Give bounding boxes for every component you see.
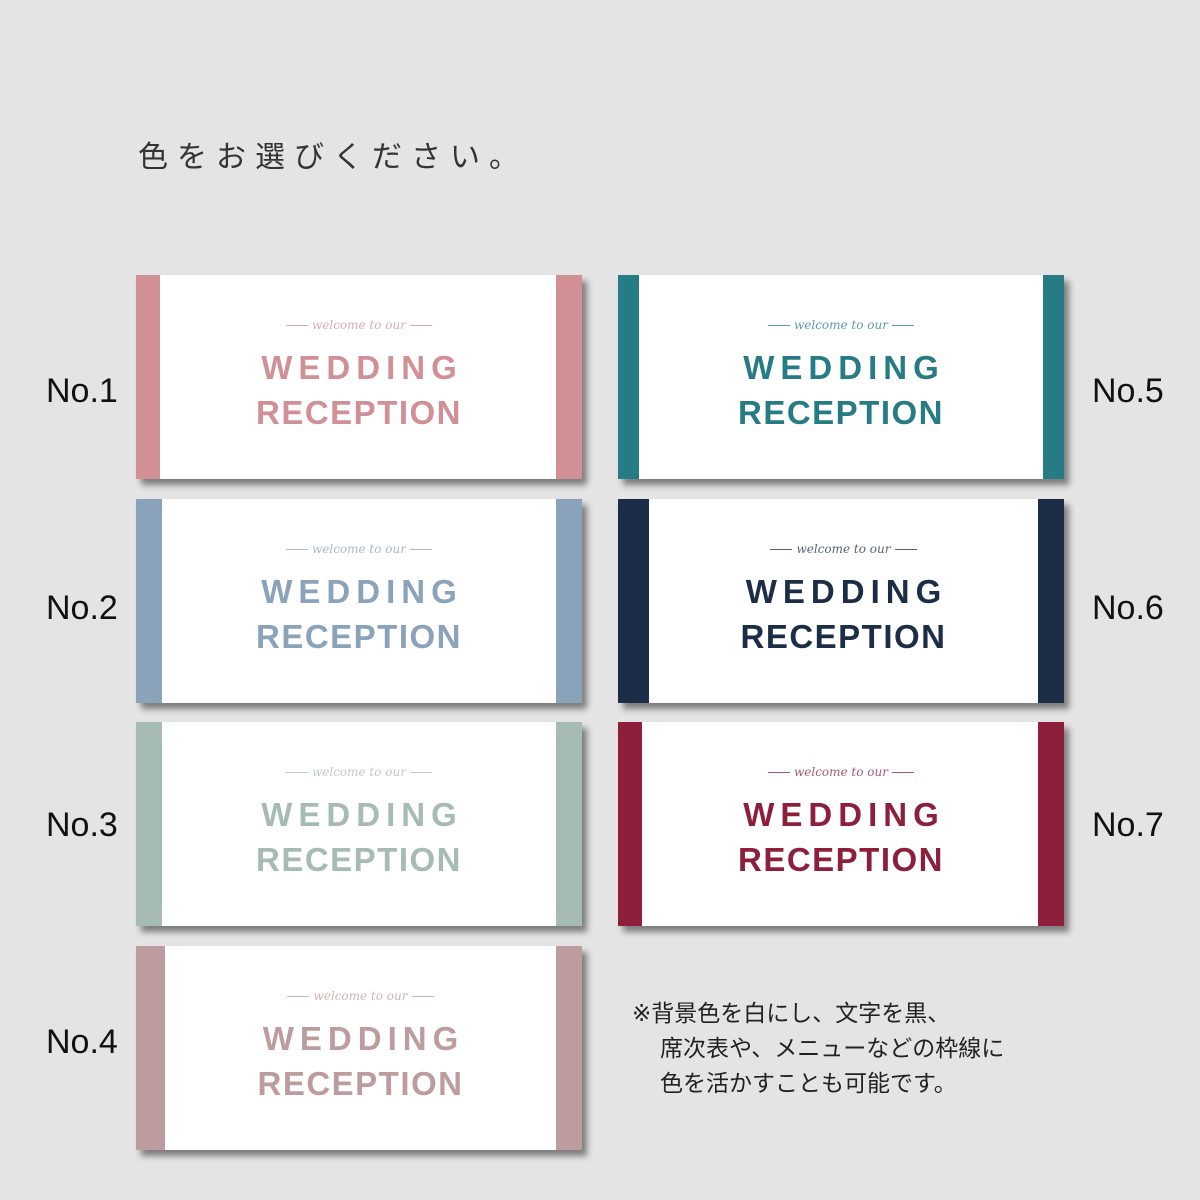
right-color-bar [556, 499, 582, 703]
option-number-label: No.5 [1092, 372, 1164, 410]
right-color-bar [1038, 722, 1064, 926]
left-color-bar [618, 499, 649, 703]
option-number-label: No.7 [1092, 806, 1164, 844]
color-option-card[interactable]: welcome to our WEDDING RECEPTION [136, 722, 582, 926]
reception-text: RECEPTION [737, 394, 945, 431]
right-color-bar [556, 722, 582, 926]
reception-text: RECEPTION [740, 618, 947, 655]
left-color-bar [136, 722, 162, 926]
color-option-card[interactable]: welcome to our WEDDING RECEPTION [618, 722, 1064, 926]
right-color-bar [1043, 275, 1064, 479]
wedding-text: WEDDING [261, 573, 463, 610]
reception-text: RECEPTION [255, 394, 463, 431]
note-text: ※背景色を白にし、文字を黒、 席次表や、メニューなどの枠線に 色を活かすことも可… [632, 997, 1004, 1102]
wedding-text: WEDDING [261, 796, 463, 833]
color-option-card[interactable]: welcome to our WEDDING RECEPTION [618, 275, 1064, 479]
color-option-card[interactable]: welcome to our WEDDING RECEPTION [136, 275, 582, 479]
script-welcome: welcome to our [285, 318, 432, 332]
left-color-bar [618, 722, 642, 926]
left-color-bar [136, 275, 160, 479]
wedding-text: WEDDING [261, 349, 463, 386]
left-color-bar [136, 946, 165, 1150]
note-line: 色を活かすことも可能です。 [660, 1071, 957, 1097]
script-welcome: welcome to our [287, 989, 434, 1003]
option-number-label: No.3 [46, 806, 118, 844]
script-welcome: welcome to our [767, 765, 914, 779]
option-number-label: No.2 [46, 589, 118, 627]
page-title: 色をお選びください。 [138, 140, 528, 175]
option-number-label: No.1 [46, 372, 118, 410]
option-number-label: No.4 [46, 1023, 118, 1061]
wedding-text: WEDDING [745, 573, 948, 610]
script-welcome: welcome to our [285, 542, 432, 556]
color-option-card[interactable]: welcome to our WEDDING RECEPTION [136, 499, 582, 703]
left-color-bar [136, 499, 162, 703]
reception-text: RECEPTION [255, 618, 463, 655]
wedding-text: WEDDING [743, 349, 945, 386]
note-line: ※背景色を白にし、文字を黒、 [632, 1001, 951, 1027]
option-number-label: No.6 [1092, 589, 1164, 627]
left-color-bar [618, 275, 639, 479]
right-color-bar [1038, 499, 1064, 703]
color-option-card[interactable]: welcome to our WEDDING RECEPTION [618, 499, 1064, 703]
color-option-card[interactable]: welcome to our WEDDING RECEPTION [136, 946, 582, 1150]
reception-text: RECEPTION [257, 1065, 464, 1102]
script-welcome: welcome to our [767, 318, 914, 332]
right-color-bar [556, 946, 582, 1150]
note-line: 席次表や、メニューなどの枠線に [660, 1036, 1005, 1062]
reception-text: RECEPTION [255, 841, 463, 878]
reception-text: RECEPTION [737, 841, 945, 878]
wedding-text: WEDDING [262, 1020, 465, 1057]
right-color-bar [556, 275, 582, 479]
script-welcome: welcome to our [770, 542, 917, 556]
script-welcome: welcome to our [285, 765, 432, 779]
wedding-text: WEDDING [743, 796, 945, 833]
